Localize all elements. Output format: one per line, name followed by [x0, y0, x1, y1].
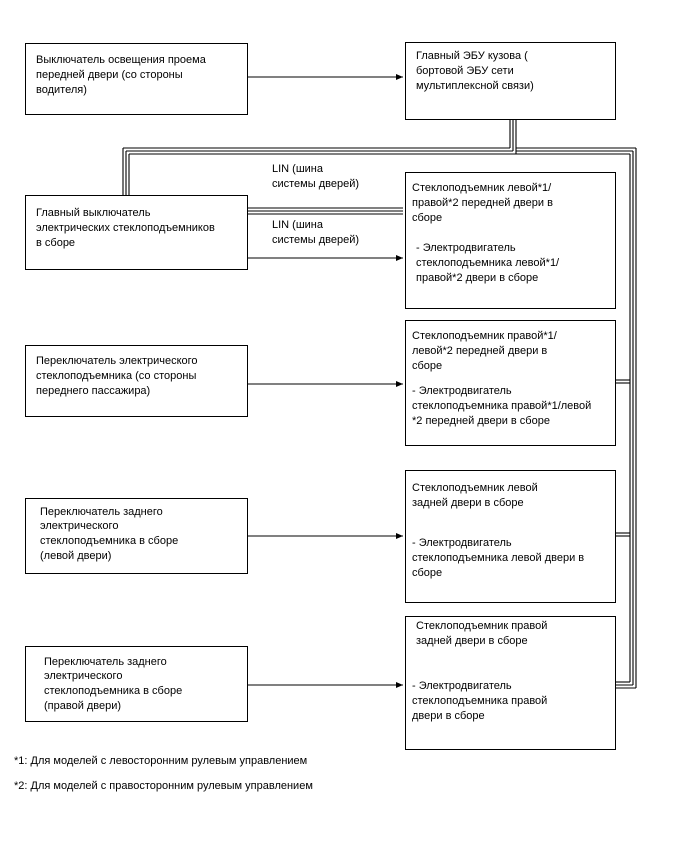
rl-title-1: Стеклоподъемник левой — [412, 482, 538, 494]
rear-left-switch-line-3: стеклоподъемника в сборе — [40, 535, 179, 547]
footnote-2: *2: Для моделей с правосторонним рулевым… — [14, 780, 313, 792]
rr-motor-3: двери в сборе — [412, 710, 485, 722]
rl-motor-1: - Электродвигатель — [412, 537, 512, 549]
fl-title-1: Стеклоподъемник левой*1/ — [412, 182, 552, 194]
rear-left-regulator-box: Стеклоподъемник левой задней двери в сбо… — [405, 470, 616, 603]
rl-motor-3: сборе — [412, 567, 443, 579]
rear-left-switch-line-1: Переключатель заднего — [40, 506, 163, 518]
lin-label-lower-1: LIN (шина — [272, 219, 323, 231]
master-switch-line-2: электрических стеклоподъемников — [36, 222, 215, 234]
rear-right-switch-line-3: стеклоподъемника в сборе — [44, 685, 183, 697]
door-light-switch-line-3: водителя) — [36, 84, 87, 96]
rr-motor-1: - Электродвигатель — [412, 680, 512, 692]
fr-motor-1: - Электродвигатель — [412, 385, 512, 397]
lin-label-upper-2: системы дверей) — [272, 178, 360, 190]
fr-title-3: сборе — [412, 360, 443, 372]
fr-title-2: левой*2 передней двери в — [412, 345, 548, 357]
lin-label-upper-1: LIN (шина — [272, 163, 323, 175]
ecu-line-1: Главный ЭБУ кузова ( — [416, 50, 528, 62]
rr-title-2: задней двери в сборе — [416, 635, 528, 647]
passenger-switch-line-1: Переключатель электрического — [36, 355, 198, 367]
master-switch-box: Главный выключатель электрических стекло… — [25, 195, 248, 270]
fl-motor-3: правой*2 двери в сборе — [416, 272, 539, 284]
fr-motor-3: *2 передней двери в сборе — [412, 415, 550, 427]
fl-motor-2: стеклоподъемника левой*1/ — [416, 257, 560, 269]
door-light-switch-line-2: передней двери (со стороны — [36, 69, 183, 81]
door-light-switch-line-1: Выключатель освещения проема — [36, 54, 206, 66]
fl-title-3: сборе — [412, 212, 443, 224]
ecu-line-2: бортовой ЭБУ сети — [416, 65, 514, 77]
rear-right-switch-line-1: Переключатель заднего — [44, 656, 167, 668]
fl-title-2: правой*2 передней двери в — [412, 197, 553, 209]
rear-left-switch-line-4: (левой двери) — [40, 550, 112, 562]
rear-right-switch-line-4: (правой двери) — [44, 700, 122, 712]
master-switch-line-1: Главный выключатель — [36, 207, 151, 219]
rl-motor-2: стеклоподъемника левой двери в — [412, 552, 585, 564]
passenger-switch-line-3: переднего пассажира) — [36, 385, 151, 397]
main-body-ecu-box: Главный ЭБУ кузова ( бортовой ЭБУ сети м… — [405, 42, 616, 120]
passenger-switch-line-2: стеклоподъемника (со стороны — [36, 370, 197, 382]
ecu-line-3: мультиплексной связи) — [416, 80, 534, 92]
front-right-regulator-box: Стеклоподъемник правой*1/ левой*2 передн… — [405, 320, 616, 446]
rear-right-switch-line-2: электрического — [44, 670, 123, 682]
fr-motor-2: стеклоподъемника правой*1/левой — [412, 400, 592, 412]
rear-right-switch-box: Переключатель заднего электрического сте… — [25, 646, 248, 722]
fl-motor-1: - Электродвигатель — [416, 242, 516, 254]
front-left-regulator-box: Стеклоподъемник левой*1/ правой*2 передн… — [405, 172, 616, 309]
fr-title-1: Стеклоподъемник правой*1/ — [412, 330, 557, 342]
footnote-1: *1: Для моделей с левосторонним рулевым … — [14, 755, 308, 767]
door-light-switch-box: Выключатель освещения проема передней дв… — [25, 43, 248, 115]
rear-right-regulator-box: Стеклоподъемник правой задней двери в сб… — [405, 616, 616, 750]
rl-title-2: задней двери в сборе — [412, 497, 524, 509]
passenger-switch-box: Переключатель электрического стеклоподъе… — [25, 345, 248, 417]
rr-motor-2: стеклоподъемника правой — [412, 695, 548, 707]
lin-label-lower-2: системы дверей) — [272, 234, 360, 246]
master-switch-line-3: в сборе — [36, 237, 76, 249]
rr-title-1: Стеклоподъемник правой — [416, 620, 548, 632]
rear-left-switch-line-2: электрического — [40, 520, 119, 532]
rear-left-switch-box: Переключатель заднего электрического сте… — [25, 498, 248, 574]
